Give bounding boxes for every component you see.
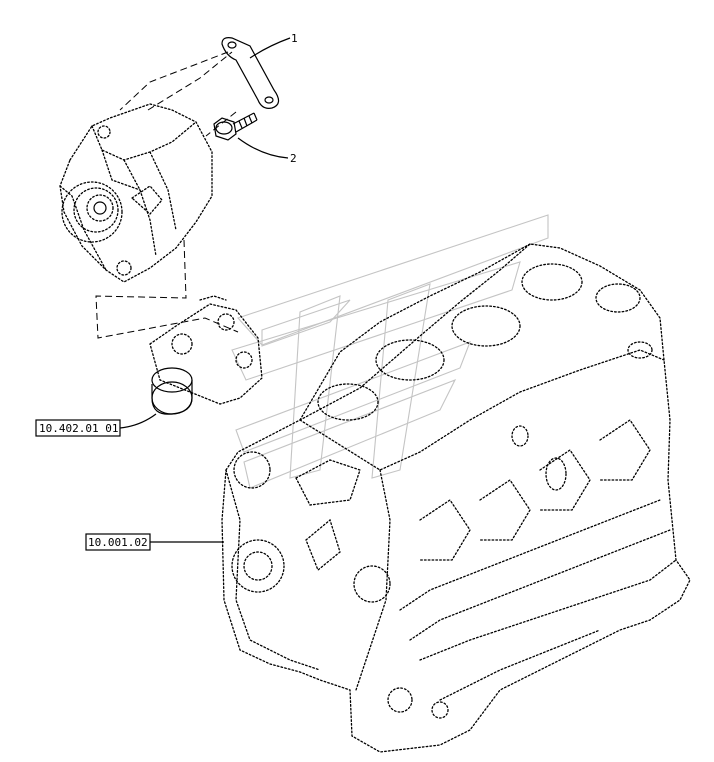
ref-water-pump[interactable]: 10.402.01 01 bbox=[35, 419, 121, 437]
callout-1-label: 1 bbox=[291, 32, 298, 45]
ref-water-pump-label: 10.402.01 01 bbox=[39, 422, 118, 435]
ref-engine-block-label: 10.001.02 bbox=[88, 536, 148, 549]
water-pump-icon bbox=[149, 295, 263, 415]
bolt-icon bbox=[213, 112, 258, 141]
assembly-lines bbox=[95, 51, 239, 339]
alternator-icon bbox=[59, 103, 213, 283]
bracket-icon bbox=[221, 37, 280, 109]
leader-lines bbox=[119, 37, 291, 543]
callout-1: 1 bbox=[291, 32, 298, 45]
callout-2-label: 2 bbox=[290, 152, 297, 165]
engine-block-icon bbox=[221, 243, 691, 753]
ref-engine-block[interactable]: 10.001.02 bbox=[85, 533, 151, 551]
watermark-logo-icon bbox=[231, 214, 549, 489]
callout-2: 2 bbox=[290, 152, 297, 165]
